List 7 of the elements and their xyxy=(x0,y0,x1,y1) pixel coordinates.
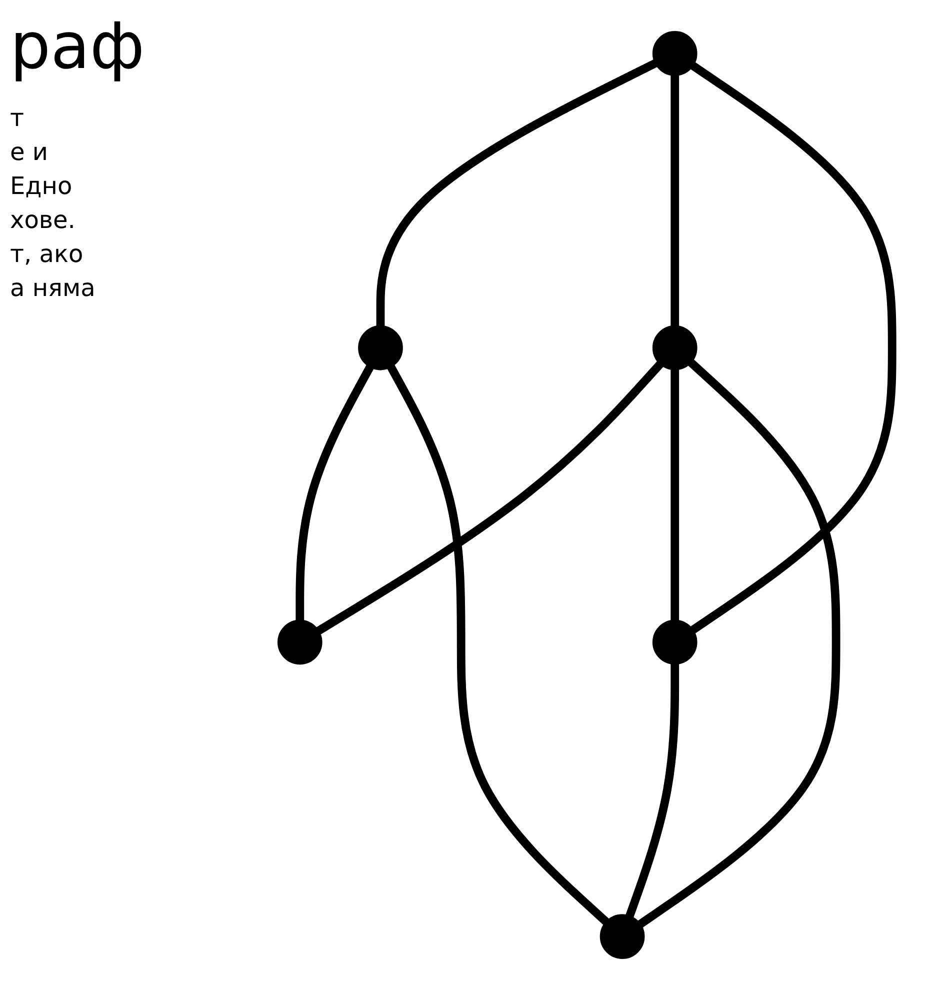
text-fragment: хове. xyxy=(10,206,76,234)
slide-title: раф xyxy=(10,10,146,84)
text-fragment: т, ако xyxy=(10,240,84,268)
text-fragment: т xyxy=(10,104,25,132)
text-fragment: Едно xyxy=(10,172,74,200)
text-fragment: а няма xyxy=(10,274,96,302)
text-fragment: е и xyxy=(10,138,49,166)
